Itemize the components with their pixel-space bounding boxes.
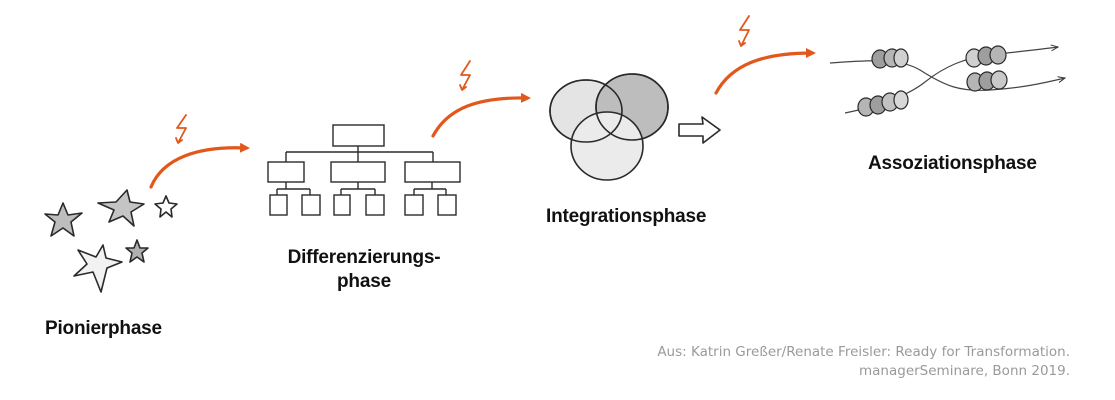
star-icon bbox=[73, 244, 123, 293]
label-integrationsphase: Integrationsphase bbox=[546, 206, 707, 227]
star-icon bbox=[97, 189, 145, 227]
lightning-icon bbox=[738, 15, 750, 47]
label-differenzierungsphase-line2: phase bbox=[337, 271, 391, 292]
citation-line2: managerSeminare, Bonn 2019. bbox=[859, 363, 1070, 379]
outline-arrow-icon bbox=[678, 116, 721, 144]
star-icon bbox=[154, 195, 178, 218]
star-icon bbox=[44, 202, 83, 237]
source-citation: Aus: Katrin Greßer/Renate Freisler: Read… bbox=[657, 343, 1070, 381]
lightning-icon bbox=[175, 114, 187, 144]
label-pionierphase: Pionierphase bbox=[45, 318, 162, 339]
label-differenzierungsphase-line1: Differenzierungs- bbox=[287, 247, 441, 268]
network-strands-icon bbox=[829, 46, 1065, 117]
transition-arrow-2 bbox=[431, 92, 531, 138]
lightning-icon bbox=[459, 60, 471, 91]
citation-line1: Aus: Katrin Greßer/Renate Freisler: Read… bbox=[657, 344, 1070, 360]
venn-diagram-icon bbox=[549, 73, 669, 181]
star-icon bbox=[125, 239, 149, 263]
stars-group bbox=[44, 189, 178, 293]
label-differenzierungsphase: Differenzierungs- phase bbox=[262, 246, 466, 294]
transition-arrow-1 bbox=[149, 142, 250, 189]
label-assoziationsphase: Assoziationsphase bbox=[868, 153, 1037, 174]
transition-arrow-3 bbox=[714, 48, 816, 95]
org-chart-icon bbox=[267, 124, 461, 216]
